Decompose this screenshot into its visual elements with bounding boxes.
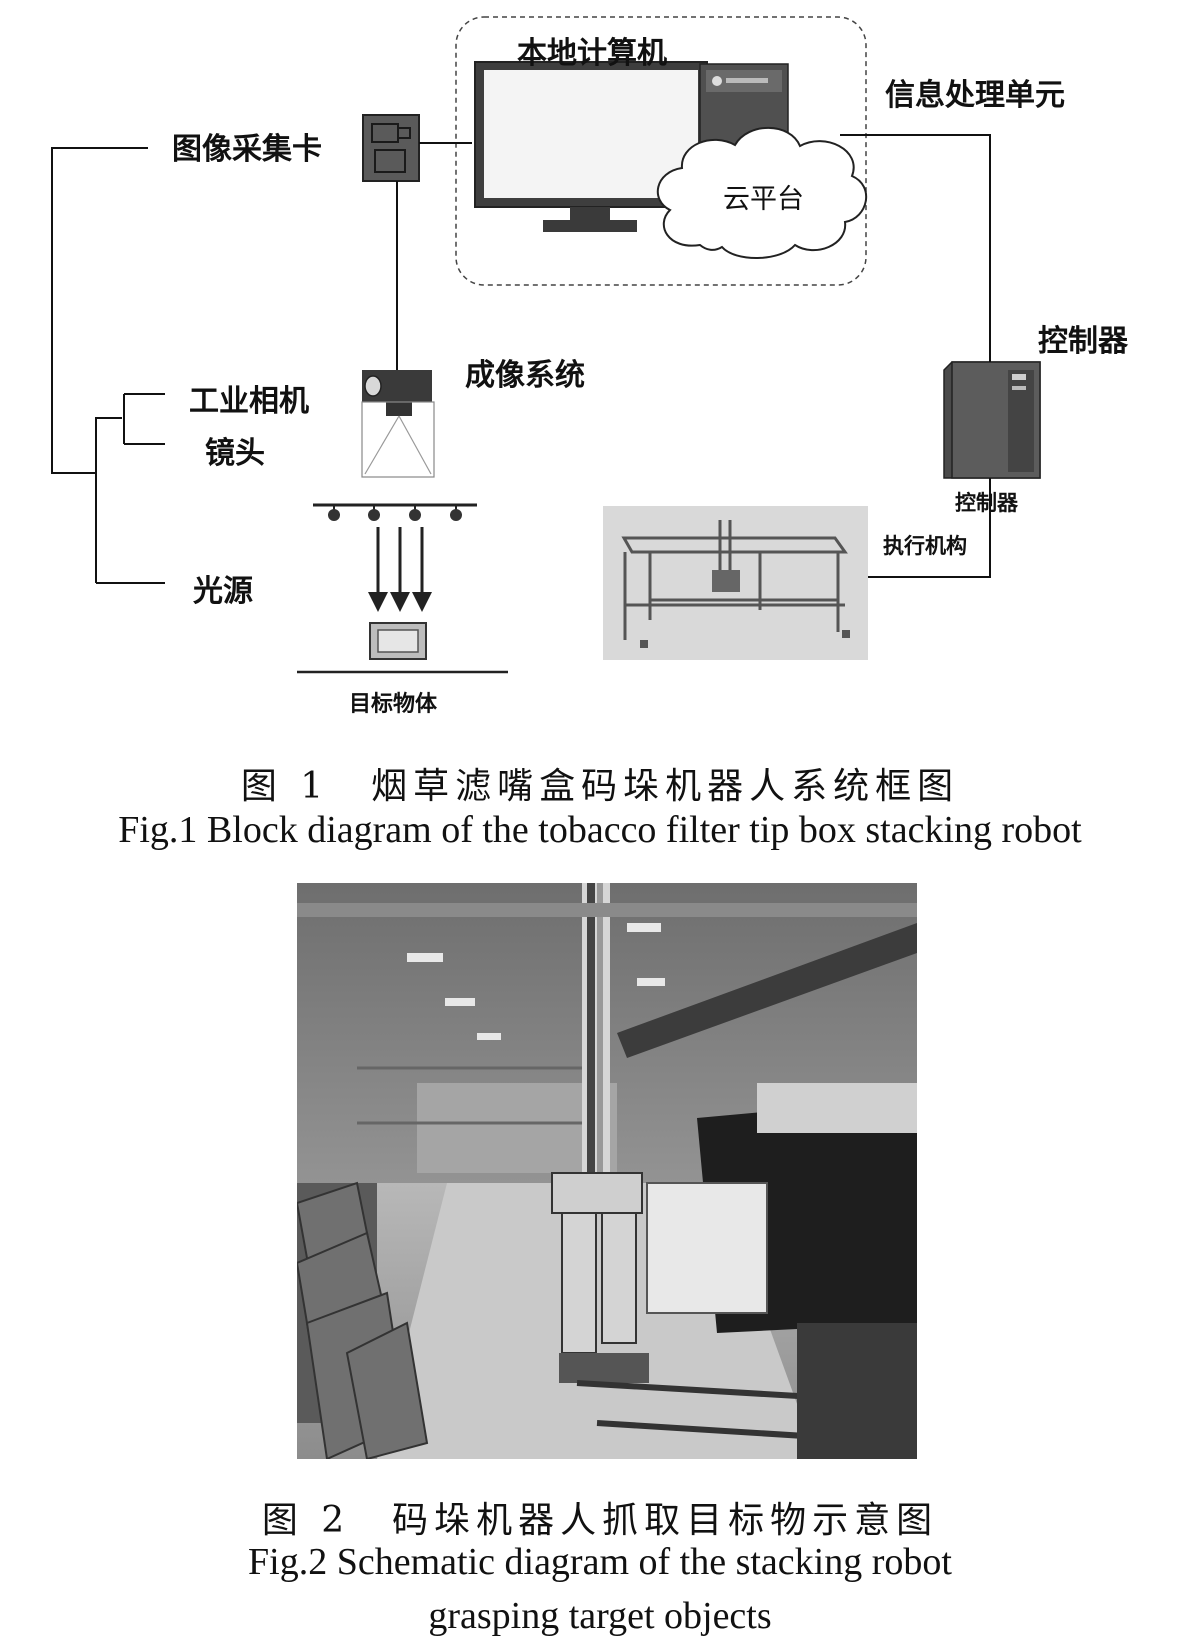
figure1-caption-cn: 图 1 烟草滤嘴盒码垛机器人系统框图 [0, 757, 1200, 809]
capture-card-label: 图像采集卡 [172, 124, 322, 168]
info-unit-label: 信息处理单元 [885, 70, 1065, 114]
camera-icon [362, 370, 434, 477]
lens-label: 镜头 [205, 428, 265, 472]
figure2-caption-en-line1: Fig.2 Schematic diagram of the stacking … [0, 1540, 1200, 1584]
light-source-label: 光源 [193, 566, 253, 610]
controller-title-label: 控制器 [1038, 316, 1128, 360]
imaging-system-label: 成像系统 [465, 350, 585, 394]
local-computer-label: 本地计算机 [517, 28, 667, 72]
target-object-icon [297, 623, 508, 672]
controller-cabinet-icon [944, 362, 1040, 478]
stacking-robot-photo [297, 883, 917, 1459]
figure2-caption-cn: 图 2 码垛机器人抓取目标物示意图 [0, 1491, 1200, 1543]
gantry-robot-image [603, 506, 868, 660]
light-arrows [368, 527, 432, 612]
figure1-caption-en: Fig.1 Block diagram of the tobacco filte… [0, 808, 1200, 852]
capture-card-icon [363, 115, 419, 181]
controller-caption-label: 控制器 [955, 487, 1018, 517]
cloud-platform-label: 云平台 [723, 177, 804, 216]
actuator-label: 执行机构 [883, 530, 967, 560]
light-source-icon [313, 505, 477, 521]
industrial-camera-label: 工业相机 [189, 376, 309, 420]
figure2-caption-en-line2: grasping target objects [0, 1594, 1200, 1638]
target-object-label: 目标物体 [349, 686, 437, 718]
